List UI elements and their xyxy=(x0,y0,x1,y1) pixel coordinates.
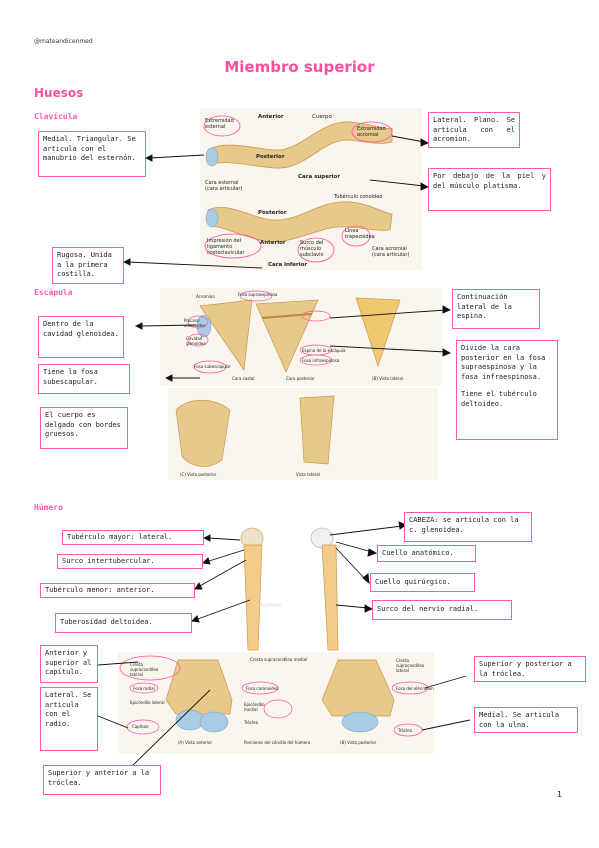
label-cuerpo: Cuerpo xyxy=(312,114,332,120)
note-ulna: Medial. Se articula con la ulna. xyxy=(474,707,578,733)
label-extremidad-acromial: Extremidad acromial xyxy=(357,126,386,138)
label-fosa-radial: Fosa radial xyxy=(133,686,155,691)
label-fosa-olecranon: Fosa del olécranon xyxy=(396,686,434,691)
label-vista-lateral-2: Vista lateral xyxy=(296,472,320,477)
section-escapula: Escápula xyxy=(34,288,73,297)
author-handle: @mateandicenmed xyxy=(34,38,93,45)
note-tuberculo-menor: Tubérculo menor: anterior. xyxy=(40,583,195,598)
label-cara-esternal: Cara esternal (cara articular) xyxy=(205,180,243,192)
note-escapula-deltoideo-text: Tiene el tubérculo deltoideo. xyxy=(461,390,537,408)
label-cara-acromial: Cara acromial (cara articular) xyxy=(372,246,410,258)
note-troclea-superior-posterior: Superior y posterior a la tróclea. xyxy=(474,656,586,682)
label-surco: Surco del músculo subclavio xyxy=(300,240,324,258)
label-troclea-post: Tróclea xyxy=(398,728,413,733)
note-tuberosidad-deltoidea: Tuberosidad deltoidea. xyxy=(55,613,192,633)
label-anterior-top: Anterior xyxy=(258,114,284,120)
label-troclea: Tróclea xyxy=(244,720,259,725)
section-clavicula: Clavícula xyxy=(34,112,78,121)
label-porciones: Porciones del cóndilo del húmero xyxy=(244,740,311,745)
label-acromion: Acromion xyxy=(196,294,215,299)
note-escapula-subescapular: Tiene la fosa subescapular. xyxy=(38,364,130,394)
note-escapula-espina: Continuación lateral de la espina. xyxy=(452,289,540,329)
label-fosa-coronoidea: Fosa coronoidea xyxy=(246,686,279,691)
note-escapula-cuerpo: El cuerpo es delgado con bordes gruesos. xyxy=(40,407,128,449)
note-escapula-divide: Divide la cara posterior en la fosa supr… xyxy=(456,340,558,440)
section-humero: Húmero xyxy=(34,503,63,512)
note-clavicula-medial: Medial. Triangular. Se articula con el m… xyxy=(38,131,146,177)
label-proceso-coracoides: Proceso coracoides xyxy=(184,318,206,328)
note-cuello-anatomico: Cuello anatómico. xyxy=(377,545,476,562)
note-surco-radial: Surco del nervio radial. xyxy=(372,600,512,620)
label-cresta-medial: Cresta supracondílea medial xyxy=(250,657,308,662)
label-cara-superior: Cara superior xyxy=(298,174,341,180)
label-epicondilo-medial: Epicóndilo medial xyxy=(244,702,265,712)
label-fosa-infraespinosa: Fosa infraespinosa xyxy=(302,358,340,363)
label-vista-anterior: (A) Vista anterior xyxy=(178,740,213,745)
label-cresta-lateral-post: Cresta supracondílea lateral xyxy=(396,658,425,673)
label-fosa-subescapular: Fosa subescapular xyxy=(194,364,232,369)
label-impresion: Impresión del ligamento costoclavicular xyxy=(207,238,245,256)
label-cara-posterior: Cara posterior xyxy=(286,376,315,381)
note-surco-intertubercular: Surco intertubercular. xyxy=(57,554,203,569)
label-cara-inferior: Cara inferior xyxy=(268,262,308,268)
label-anterior-bottom: Anterior xyxy=(260,240,286,246)
note-cabeza: CABEZA: se articula con la c. glenoidea. xyxy=(404,512,532,542)
label-espina: Espina de la escápula xyxy=(302,348,346,353)
note-clavicula-debajo: Por debajo de la piel y del músculo plat… xyxy=(428,168,551,211)
label-cavidad-glenoidea: Cavidad glenoidea xyxy=(186,336,206,346)
section-huesos: Huesos xyxy=(34,86,84,100)
note-tuberculo-mayor: Tubérculo mayor: lateral. xyxy=(62,530,204,545)
note-escapula-glenoidea: Dentro de la cavidad glenoidea. xyxy=(38,316,124,358)
label-vista-lateral: (B) Vista lateral xyxy=(372,376,404,381)
label-cara-costal: Cara costal xyxy=(232,376,255,381)
page-number: 1 xyxy=(557,790,563,799)
note-clavicula-lateral: Lateral. Plano. Se articula con el acrom… xyxy=(428,112,520,148)
note-radio: Lateral. Se articula con el radio. xyxy=(40,687,98,751)
label-epicondilo-lateral: Epicóndilo lateral xyxy=(130,700,165,705)
note-clavicula-rugosa: Rugosa. Unida a la primera costilla. xyxy=(52,247,124,284)
label-linea: Línea trapezoidea xyxy=(345,228,375,240)
label-capitulo: Capítulo xyxy=(132,724,149,729)
label-vista-posterior: (C) Vista posterior xyxy=(180,472,217,477)
label-cresta-lateral: Cresta supracondílea lateral xyxy=(130,662,159,677)
note-escapula-divide-text: Divide la cara posterior en la fosa supr… xyxy=(461,344,546,381)
label-posterior-top: Posterior xyxy=(256,154,285,160)
label-tuberculo-conoideo: Tubérculo conoideo xyxy=(334,194,383,200)
label-posterior-bottom: Posterior xyxy=(258,210,287,216)
label-fosa-supraespinosa: Fosa supraespinosa xyxy=(238,292,278,297)
page-title: Miembro superior xyxy=(224,58,375,76)
note-troclea-superior-anterior: Superior y anterior a la tróclea. xyxy=(43,765,161,795)
label-extremidad-esternal: Extremidad esternal xyxy=(205,118,234,130)
watermark: Humero xyxy=(258,602,282,609)
label-vista-posterior-humero: (B) Vista posterior xyxy=(340,740,377,745)
note-capitulo: Anterior y superior al capítulo. xyxy=(40,645,98,683)
note-cuello-quirurgico: Cuello quirúrgico. xyxy=(370,573,475,592)
